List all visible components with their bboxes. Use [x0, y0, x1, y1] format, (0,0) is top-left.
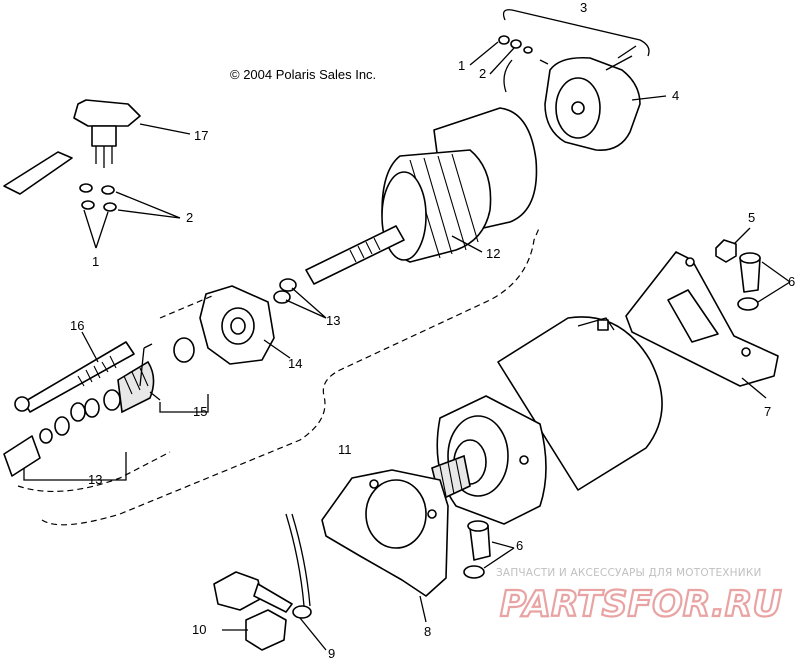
- callout-13-mid: 13: [326, 313, 340, 328]
- bushing-sleeve: [3, 435, 41, 477]
- callout-5: 5: [748, 210, 755, 225]
- starter-motor-body: [497, 316, 663, 491]
- callout-9: 9: [328, 646, 335, 659]
- drive-spring-b: [70, 402, 86, 422]
- nut-1: [498, 35, 510, 45]
- battery-cable: [285, 513, 305, 607]
- callout-12: 12: [486, 246, 500, 261]
- washer-left-2: [101, 185, 115, 195]
- solenoid-assembly: [3, 99, 141, 212]
- washer-left-1: [79, 183, 93, 193]
- solenoid-lead: [3, 151, 73, 195]
- callout-8: 8: [424, 624, 431, 639]
- washer-left-3: [81, 200, 95, 210]
- drive-assembly: [3, 341, 161, 477]
- callout-6-bottom: 6: [516, 538, 523, 553]
- bracket-3: [502, 9, 650, 57]
- shaft-nut: [14, 396, 30, 412]
- bolt-10-bottom: [245, 609, 287, 651]
- callout-13-left: 13: [88, 472, 102, 487]
- drive-spring-a: [84, 398, 100, 418]
- callout-17: 17: [194, 128, 208, 143]
- armature-assembly: [273, 107, 538, 304]
- callout-10: 10: [192, 622, 206, 637]
- watermark-tagline: ЗАПЧАСТИ И АКСЕССУАРЫ ДЛЯ МОТОТЕХНИКИ: [496, 567, 762, 579]
- watermark-logo: PARTSFOR.RU: [500, 584, 782, 625]
- nut-5: [715, 239, 737, 263]
- group-11-outline: [41, 225, 541, 526]
- watermark: ЗАПЧАСТИ И АКСЕССУАРЫ ДЛЯ МОТОТЕХНИКИ PA…: [496, 567, 783, 626]
- callout-1-top: 1: [458, 58, 465, 73]
- callout-4: 4: [672, 88, 679, 103]
- wire-lead: [503, 59, 513, 93]
- end-cap-hub: [571, 101, 585, 115]
- starter-motor-assembled: [431, 316, 663, 525]
- front-plate-assembly: [159, 285, 275, 365]
- drive-pinion: [117, 360, 155, 414]
- bushing-a: [54, 416, 70, 436]
- bracket-cutout: [667, 289, 719, 343]
- washer-6: [737, 297, 759, 311]
- cable-lug: [292, 605, 312, 619]
- washer-small: [523, 46, 533, 54]
- callout-2-left: 2: [186, 210, 193, 225]
- callout-14: 14: [288, 356, 302, 371]
- bolt-10-top: [213, 571, 263, 611]
- end-cap-assembly: [498, 9, 650, 151]
- lower-bracket-hole: [365, 479, 427, 549]
- callout-1-left: 1: [92, 254, 99, 269]
- bushing-b: [39, 428, 53, 444]
- front-plate-seal: [173, 337, 195, 363]
- washer-left-4: [103, 202, 117, 212]
- drive-collar: [103, 389, 121, 411]
- solenoid-terminal-block: [91, 125, 117, 147]
- lower-bracket-assembly: [321, 469, 491, 597]
- callout-2-top: 2: [479, 66, 486, 81]
- washer-6-lower: [463, 565, 485, 579]
- cable-and-bolts: [213, 513, 312, 651]
- callout-16: 16: [70, 318, 84, 333]
- callout-3: 3: [580, 0, 587, 15]
- mounting-bracket-assembly: [625, 239, 779, 387]
- callout-15: 15: [193, 404, 207, 419]
- copyright-text: © 2004 Polaris Sales Inc.: [230, 67, 376, 82]
- callout-numbers: 3 1 2 4 17 2 1 12 13 14 16 15 13 11 5 6 …: [70, 0, 795, 659]
- callout-11: 11: [338, 442, 352, 457]
- callout-7: 7: [764, 404, 771, 419]
- leader-lines: [23, 41, 791, 651]
- callout-6-right: 6: [788, 274, 795, 289]
- washer-2: [510, 39, 522, 49]
- armature-shaft: [305, 225, 405, 285]
- solenoid-body: [73, 99, 141, 127]
